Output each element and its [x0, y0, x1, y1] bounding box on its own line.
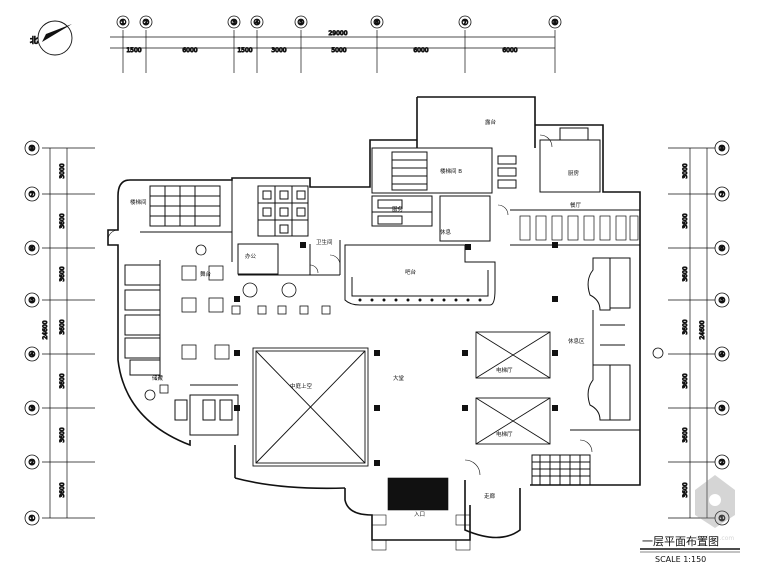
- label-terrace: 露台: [485, 118, 497, 126]
- right-axis-markers: [714, 140, 730, 526]
- interior-walls: [124, 127, 640, 486]
- label-corridor: 走廊: [484, 492, 496, 500]
- top-dim-3: 1500: [237, 47, 252, 54]
- label-restaurant: 餐厅: [570, 201, 582, 209]
- right-axis-4: ④: [718, 350, 725, 359]
- left-dim-5: 3600: [59, 373, 66, 388]
- door-swings: [107, 134, 593, 476]
- label-stair-center: 楼梯间 B: [440, 167, 462, 175]
- elevator-shafts: [475, 331, 551, 445]
- right-dim-6: 3600: [682, 427, 689, 442]
- right-axis-1: ①: [718, 514, 725, 523]
- left-axis-2: ②: [28, 458, 35, 467]
- left-dim-1: 3000: [59, 163, 66, 178]
- top-axis-5: ⑤: [297, 18, 304, 27]
- columns: [234, 242, 558, 466]
- top-axis-7: ⑦: [461, 18, 468, 27]
- label-atrium: 中庭上空: [290, 382, 313, 390]
- right-dim-2: 3600: [682, 213, 689, 228]
- right-axis-5: ⑤: [718, 296, 725, 305]
- left-total-dim: 24600: [42, 320, 49, 339]
- label-elevator2: 电梯厅: [496, 430, 513, 438]
- bar-stools: [358, 298, 482, 302]
- top-dim-6: 6000: [413, 47, 428, 54]
- drawing-scale: SCALE 1:150: [655, 555, 706, 564]
- left-axis-markers: [24, 140, 40, 526]
- label-stair-left: 楼梯间: [130, 198, 147, 206]
- right-dim-3: 3600: [682, 266, 689, 281]
- label-bench: 休息区: [568, 337, 585, 345]
- left-dim-7: 3600: [59, 482, 66, 497]
- right-axis-2: ②: [718, 458, 725, 467]
- left-dim-4: 3600: [59, 319, 66, 334]
- restaurant-tables: [519, 215, 639, 241]
- label-entrance: 入口: [414, 511, 425, 518]
- top-axis-4: ④: [253, 18, 260, 27]
- left-axis-3: ③: [28, 404, 35, 413]
- right-total-dim: 24600: [699, 320, 706, 339]
- atrium-void: [252, 347, 369, 467]
- label-hall: 大堂: [393, 374, 405, 382]
- cafe-tables: [144, 265, 331, 401]
- label-kitchen: 厨房: [568, 169, 580, 177]
- right-axis-7: ⑦: [718, 190, 725, 199]
- left-axis-1: ①: [28, 514, 35, 523]
- left-axis-8: ⑧: [28, 144, 35, 153]
- title-block: 一层平面布置图 SCALE 1:150: [640, 535, 740, 564]
- top-total-dim: 29000: [328, 30, 347, 37]
- right-dim-4: 3600: [682, 319, 689, 334]
- label-elevator1: 电梯厅: [496, 366, 513, 374]
- top-dim-4: 3000: [271, 47, 286, 54]
- top-axis-6: ⑥: [373, 18, 380, 27]
- right-dimensions: [668, 147, 715, 519]
- left-dim-2: 3600: [59, 213, 66, 228]
- right-axis-6: ⑥: [718, 244, 725, 253]
- entrance-steps: [371, 477, 471, 551]
- left-axis-7: ⑦: [28, 190, 35, 199]
- right-dim-5: 3600: [682, 373, 689, 388]
- label-office: 办公: [245, 252, 257, 260]
- top-dimensions: [110, 30, 556, 73]
- watermark-logo: zhulong.com: [695, 475, 735, 542]
- label-storage: 储藏: [152, 374, 164, 382]
- north-arrow-icon: 北: [30, 20, 73, 56]
- watermark-text: zhulong.com: [696, 535, 735, 542]
- top-dim-2: 6000: [182, 47, 197, 54]
- left-axis-6: ⑥: [28, 244, 35, 253]
- left-dim-3: 3600: [59, 266, 66, 281]
- top-axis-markers: [116, 15, 562, 29]
- top-axis-8: ⑧: [551, 18, 558, 27]
- north-label: 北: [30, 36, 38, 45]
- top-dim-1: 1500: [126, 47, 141, 54]
- top-axis-3: ③: [230, 18, 237, 27]
- top-axis-2: ②: [142, 18, 149, 27]
- marker-circle: [195, 244, 207, 256]
- drawing-title: 一层平面布置图: [642, 535, 719, 548]
- right-dim-1: 3000: [682, 163, 689, 178]
- label-service: 服务: [392, 205, 404, 213]
- top-dim-7: 6000: [502, 47, 517, 54]
- left-axis-4: ④: [28, 350, 35, 359]
- room-labels: 露台 楼梯间 办公 卫生间 楼梯间 B 服务 吧台 餐厅 厨房 中庭上空 大堂 …: [130, 118, 585, 518]
- right-axis-3: ③: [718, 404, 725, 413]
- marker-circle-right: [652, 347, 664, 359]
- label-bar: 吧台: [405, 268, 417, 276]
- right-dim-7: 3600: [682, 482, 689, 497]
- left-dim-6: 3600: [59, 427, 66, 442]
- top-axis-1: ①: [119, 18, 126, 27]
- top-dim-5: 5000: [331, 47, 346, 54]
- left-axis-5: ⑤: [28, 296, 35, 305]
- left-dimensions: [42, 147, 95, 519]
- label-lobby-side: 休息: [440, 228, 452, 236]
- right-axis-8: ⑧: [718, 144, 725, 153]
- label-stage: 舞台: [200, 270, 212, 278]
- building-walls: [107, 96, 641, 541]
- label-wc: 卫生间: [316, 238, 333, 246]
